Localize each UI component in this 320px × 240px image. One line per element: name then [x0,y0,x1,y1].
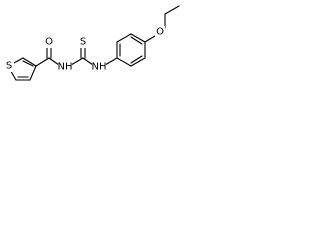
bond-nh-thiocarbon [70,57,84,66]
bond-b5-b6 [130,57,146,67]
thiophene-s-mask [4,60,14,72]
thio-nh-mask [92,61,106,73]
bond-b3-b4-inner [130,36,143,45]
bond-carbonyl-nh [48,57,60,66]
bond-ch2-ch3 [164,5,180,15]
amide-nh-label: NH [58,62,73,73]
bond-nh-benzene [104,57,118,66]
thiocarbonyl-sulfur-label: S [80,37,86,48]
bond-b6-b1 [116,57,132,67]
carbonyl-oxygen-label: O [45,37,53,48]
ether-oxygen-label: O [156,27,164,38]
chemical-structure-diagram: S O NH S NH O [4,5,180,81]
bond-b3-b4 [130,33,146,43]
bond-benzene-ether-o [144,35,156,43]
ether-o-mask [155,26,165,38]
amide-nh-mask [58,61,72,73]
thio-s-mask [78,36,88,48]
bond-b2-b3 [116,33,132,43]
bond-b5-b6-inner [130,55,143,64]
thioamide-nh-label: NH [92,62,107,73]
bond-thiocarbon-nh [82,57,94,66]
bond-c4-c5 [22,57,37,67]
atom-layer: S O NH S NH O [4,26,165,73]
bond-ring-carbonyl [35,57,50,67]
thiophene-sulfur-label: S [6,61,12,72]
bond-c3-c4 [29,65,37,81]
bond-c4-c5-inner [22,60,34,67]
carbonyl-o-mask [44,36,54,48]
